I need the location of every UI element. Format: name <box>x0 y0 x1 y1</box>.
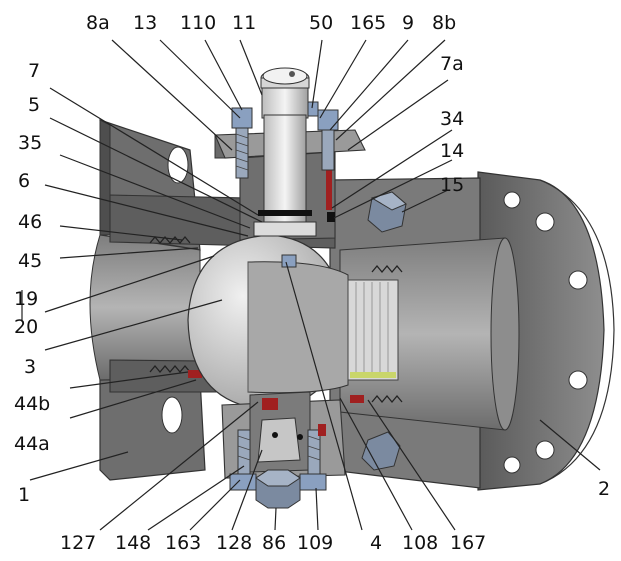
stem <box>253 67 317 237</box>
left-flange <box>89 119 206 481</box>
seat-ring <box>347 279 399 381</box>
seal-108 <box>350 395 364 403</box>
label-128: 128 <box>216 532 253 554</box>
label-44b: 44b <box>14 393 51 415</box>
label-15: 15 <box>440 174 465 196</box>
label-19: 19 <box>14 288 39 310</box>
label-4: 4 <box>370 532 383 554</box>
label-110: 110 <box>180 12 217 34</box>
label-2: 2 <box>598 478 611 500</box>
label-8b: 8b <box>432 12 457 34</box>
label-165: 165 <box>350 12 387 34</box>
seal-14 <box>327 212 335 222</box>
seat-springs <box>149 235 403 404</box>
stem-key <box>281 254 297 268</box>
label-1: 1 <box>18 484 31 506</box>
ball <box>187 234 399 411</box>
seal-44b <box>188 370 202 378</box>
label-148: 148 <box>115 532 152 554</box>
label-5: 5 <box>28 94 41 116</box>
label-14: 14 <box>440 140 465 162</box>
label-9: 9 <box>402 12 415 34</box>
label-34: 34 <box>440 108 465 130</box>
seat-insert-green <box>350 372 396 378</box>
label-45: 45 <box>18 250 43 272</box>
label-11: 11 <box>232 12 257 34</box>
label-13: 13 <box>133 12 158 34</box>
label-7: 7 <box>28 60 41 82</box>
stem-oring <box>258 210 312 216</box>
label-86: 86 <box>262 532 287 554</box>
label-3: 3 <box>24 356 37 378</box>
bottom-trunnion <box>221 391 346 509</box>
label-108: 108 <box>402 532 439 554</box>
label-7a: 7a <box>440 53 464 75</box>
label-44a: 44a <box>14 433 50 455</box>
bolt-15 <box>361 191 407 471</box>
gasket-127 <box>262 398 278 410</box>
leader-lines <box>21 39 601 531</box>
label-50: 50 <box>309 12 334 34</box>
label-20: 20 <box>14 316 39 338</box>
label-109: 109 <box>297 532 334 554</box>
label-163: 163 <box>165 532 202 554</box>
top-bolts <box>231 101 339 179</box>
label-46: 46 <box>18 211 43 233</box>
label-35: 35 <box>18 132 43 154</box>
label-167: 167 <box>450 532 487 554</box>
label-6: 6 <box>18 170 31 192</box>
label-8a: 8a <box>86 12 110 34</box>
gasket-34 <box>326 150 332 210</box>
label-127: 127 <box>60 532 97 554</box>
